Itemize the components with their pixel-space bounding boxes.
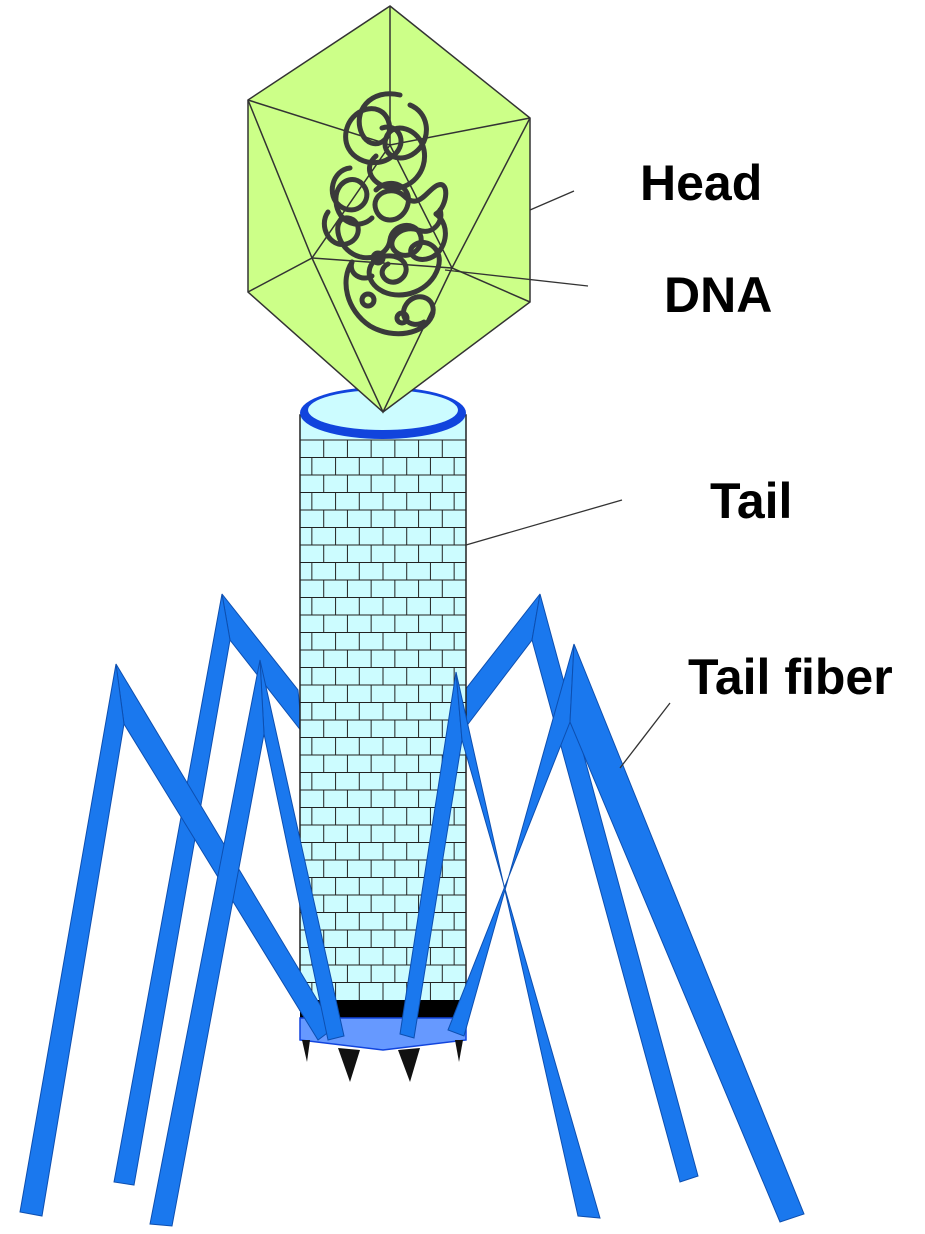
base-plate-spike (455, 1040, 463, 1062)
tail-fiber-leader-line (620, 703, 670, 768)
base-plate-spike (302, 1040, 310, 1062)
tail-leader-line (466, 500, 622, 545)
tail (300, 387, 466, 1010)
base-plate-spike (338, 1048, 360, 1082)
head-label: Head (640, 155, 762, 211)
tail-label: Tail (710, 473, 792, 529)
tail-fiber-back-right-upper (462, 594, 540, 732)
tail-fiber-front-left-outer-lower (20, 664, 124, 1216)
base-plate-spike (398, 1048, 420, 1082)
head-leader-line (530, 191, 574, 210)
tail-fiber-label: Tail fiber (688, 649, 893, 705)
tail-fiber-back-left-lower (114, 594, 230, 1185)
dna-label: DNA (664, 267, 772, 323)
head-outline (248, 6, 530, 412)
head-capsid (248, 6, 530, 412)
